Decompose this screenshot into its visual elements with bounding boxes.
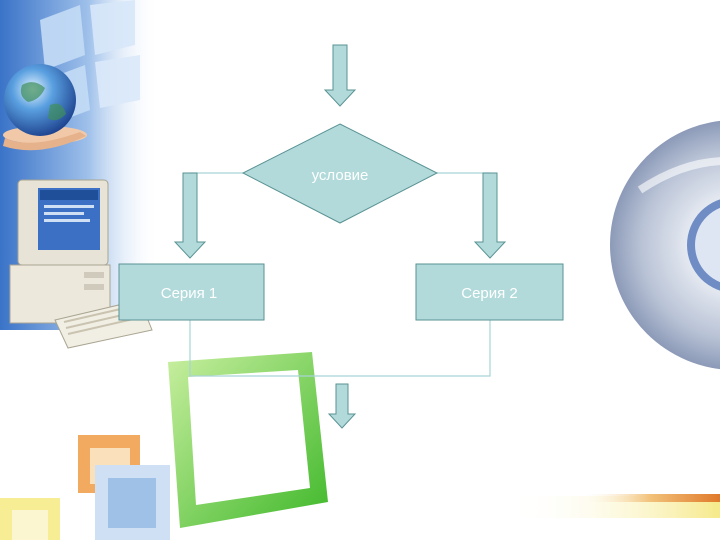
series-2-box xyxy=(415,263,564,321)
globe-in-hand-icon xyxy=(3,64,87,151)
left-branch-arrow-icon xyxy=(173,172,207,259)
series-2-label: Серия 2 xyxy=(461,285,518,302)
bottom-arrow-icon xyxy=(327,383,357,429)
condition-diamond xyxy=(241,123,439,224)
decorative-frames xyxy=(0,352,720,540)
top-arrow-icon xyxy=(323,44,357,107)
right-branch-arrow-icon xyxy=(473,172,507,259)
condition-label: условие xyxy=(311,167,369,184)
cd-disc-icon xyxy=(610,120,720,370)
computer-icon xyxy=(9,179,153,349)
connector-lines xyxy=(189,172,491,377)
series-1-box xyxy=(118,263,265,321)
series-1-label: Серия 1 xyxy=(160,285,218,302)
